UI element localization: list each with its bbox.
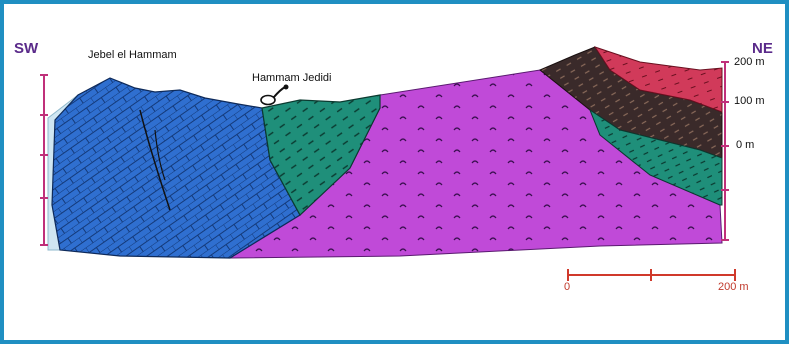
scale-bar	[568, 269, 735, 281]
spring-icon	[261, 85, 289, 105]
elevation-tick-100: 100 m	[734, 95, 765, 107]
limestone-unit	[52, 78, 300, 258]
mountain-label: Jebel el Hammam	[88, 49, 177, 61]
elevation-tick-200: 200 m	[734, 56, 765, 68]
scale-end-label: 200 m	[718, 281, 749, 293]
elevation-tick-0: 0 m	[736, 139, 754, 151]
spring-label: Hammam Jedidi	[252, 72, 331, 84]
scale-start-label: 0	[564, 281, 570, 293]
direction-ne: NE	[752, 40, 773, 57]
direction-sw: SW	[14, 40, 38, 57]
